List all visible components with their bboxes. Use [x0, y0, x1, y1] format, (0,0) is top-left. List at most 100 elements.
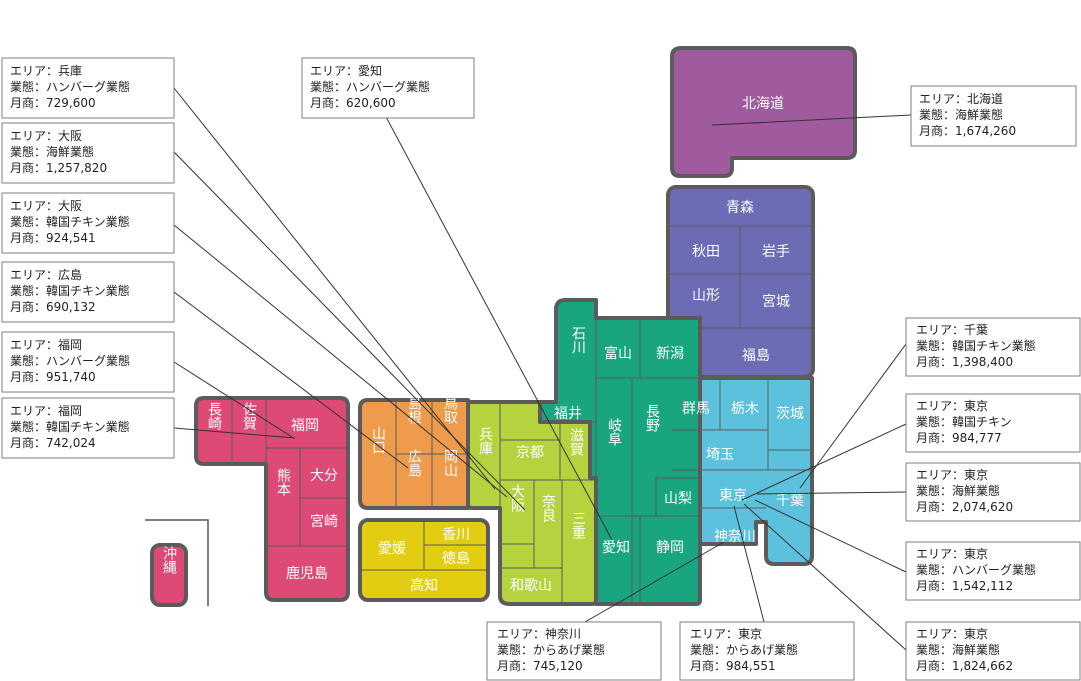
callout-osaka-seafood: エリア：大阪 業態：海鮮業態 月商：1,257,820	[1, 122, 175, 184]
label-fukui: 福井	[554, 406, 582, 422]
callout-area: エリア：兵庫	[10, 64, 82, 78]
callout-kanagawa-karaage: エリア：神奈川 業態：からあげ業態 月商：745,120	[486, 621, 662, 681]
callout-business: 業態：海鮮業態	[919, 107, 1003, 122]
label-tokyo: 東京	[719, 488, 747, 504]
callout-area: エリア：福岡	[10, 337, 82, 352]
callout-sales: 月商：2,074,620	[916, 499, 1013, 514]
label-wakayama: 和歌山	[510, 578, 552, 594]
callout-business: 業態：韓国チキン業態	[10, 283, 130, 298]
callout-tokyo-karaage: エリア：東京 業態：からあげ業態 月商：984,551	[679, 621, 855, 681]
label-yamaguchi: 山口	[370, 426, 386, 454]
label-saga: 佐賀	[241, 402, 257, 430]
okinawa-separator	[145, 519, 209, 606]
region-hokkaido	[670, 46, 857, 178]
label-fukuoka: 福岡	[291, 418, 319, 434]
callout-area: エリア：東京	[916, 399, 988, 413]
callout-area: エリア：北海道	[919, 91, 1003, 106]
callout-business: 業態：からあげ業態	[497, 642, 605, 657]
label-tokushima: 徳島	[442, 551, 470, 567]
label-yamanashi: 山梨	[664, 491, 692, 507]
label-nagano: 長野	[644, 404, 660, 432]
callout-business: 業態：からあげ業態	[690, 642, 798, 657]
label-saitama: 埼玉	[706, 447, 734, 463]
label-ishikawa: 石川	[570, 326, 586, 354]
label-nagasaki: 長崎	[206, 402, 222, 430]
label-kumamoto: 熊本	[275, 468, 291, 496]
label-gifu: 岐阜	[606, 418, 622, 446]
callout-sales: 月商：1,824,662	[916, 658, 1013, 673]
label-iwate: 岩手	[762, 244, 790, 260]
callout-sales: 月商：620,600	[310, 95, 396, 110]
callout-tokyo-seafood-1: エリア：東京 業態：海鮮業態 月商：2,074,620	[905, 462, 1081, 522]
callout-business: 業態：韓国チキン業態	[10, 419, 130, 434]
label-shimane: 島根	[406, 396, 422, 424]
callout-aichi-hamburg: エリア：愛知 業態：ハンバーグ業態 月商：620,600	[301, 57, 475, 119]
label-hokkaido: 北海道	[742, 96, 784, 112]
label-ehime: 愛媛	[378, 541, 406, 557]
label-niigata: 新潟	[656, 346, 684, 362]
callout-osaka-chicken: エリア：大阪 業態：韓国チキン業態 月商：924,541	[1, 192, 175, 254]
label-tottori: 鳥取	[442, 396, 458, 424]
callout-sales: 月商：742,024	[10, 435, 96, 450]
callout-tokyo-chicken: エリア：東京 業態：韓国チキン 月商：984,777	[905, 393, 1081, 453]
callout-sales: 月商：924,541	[10, 230, 96, 245]
callout-hiroshima-chicken: エリア：広島 業態：韓国チキン業態 月商：690,132	[1, 261, 175, 323]
leader-lines	[173, 87, 912, 651]
callout-tokyo-seafood-2: エリア：東京 業態：海鮮業態 月商：1,824,662	[905, 621, 1081, 681]
callout-sales: 月商：951,740	[10, 369, 96, 384]
callout-hokkaido-seafood: エリア：北海道 業態：海鮮業態 月商：1,674,260	[910, 85, 1077, 147]
label-toyama: 富山	[604, 345, 632, 362]
callout-business: 業態：海鮮業態	[10, 144, 94, 159]
label-chiba: 千葉	[776, 493, 804, 509]
label-mie: 三重	[570, 511, 586, 539]
callout-area: エリア：東京	[916, 547, 988, 561]
callout-sales: 月商：729,600	[10, 95, 96, 110]
callout-business: 業態：海鮮業態	[916, 483, 1000, 498]
region-okinawa	[150, 543, 188, 607]
label-miyagi: 宮城	[762, 294, 790, 310]
label-shiga: 滋賀	[568, 428, 584, 456]
label-shizuoka: 静岡	[656, 540, 684, 556]
callout-area: エリア：大阪	[10, 199, 82, 213]
prefecture-borders	[231, 225, 813, 604]
callout-area: エリア：大阪	[10, 129, 82, 143]
label-tochigi: 栃木	[731, 401, 759, 417]
callout-business: 業態：海鮮業態	[916, 642, 1000, 657]
label-okayama: 岡山	[442, 449, 458, 477]
callout-fukuoka-chicken: エリア：福岡 業態：韓国チキン業態 月商：742,024	[1, 397, 175, 459]
callout-hyogo-hamburg: エリア：兵庫 業態：ハンバーグ業態 月商：729,600	[1, 57, 175, 119]
callout-sales: 月商：1,398,400	[916, 354, 1013, 369]
callout-business: 業態：ハンバーグ業態	[10, 79, 130, 94]
label-fukushima: 福島	[742, 348, 770, 364]
label-nara: 奈良	[540, 494, 556, 522]
callout-area: エリア：神奈川	[497, 627, 581, 641]
label-miyazaki: 宮崎	[310, 514, 338, 530]
callout-area: エリア：東京	[916, 627, 988, 641]
callout-sales: 月商：1,257,820	[10, 160, 107, 175]
label-aichi: 愛知	[602, 539, 630, 556]
callout-area: エリア：千葉	[916, 323, 988, 337]
callout-business: 業態：ハンバーグ業態	[10, 353, 130, 368]
callout-sales: 月商：1,674,260	[919, 123, 1016, 138]
label-kochi: 高知	[410, 577, 438, 594]
label-aomori: 青森	[726, 200, 754, 216]
label-kanagawa: 神奈川	[714, 529, 756, 545]
callout-area: エリア：広島	[10, 267, 82, 282]
callout-area: エリア：東京	[690, 627, 762, 641]
callout-chiba-chicken: エリア：千葉 業態：韓国チキン業態 月商：1,398,400	[905, 317, 1081, 377]
callout-sales: 月商：745,120	[497, 658, 583, 673]
callout-sales: 月商：984,551	[690, 658, 776, 673]
callout-business: 業態：韓国チキン業態	[916, 338, 1036, 353]
callout-business: 業態：ハンバーグ業態	[916, 562, 1036, 577]
callout-area: エリア：東京	[916, 468, 988, 482]
label-okinawa: 沖縄	[161, 546, 177, 574]
prefecture-labels: 北海道 青森 秋田 岩手 山形 宮城 福島 石川 富山 新潟 福井 岐阜 長野 …	[161, 96, 804, 594]
label-yamagata: 山形	[692, 288, 720, 304]
label-gunma: 群馬	[682, 401, 710, 417]
label-ibaraki: 茨城	[776, 406, 804, 422]
callout-tokyo-hamburg: エリア：東京 業態：ハンバーグ業態 月商：1,542,112	[905, 541, 1081, 601]
region-kanto	[670, 376, 814, 566]
callout-area: エリア：愛知	[310, 64, 382, 78]
label-akita: 秋田	[692, 244, 720, 260]
